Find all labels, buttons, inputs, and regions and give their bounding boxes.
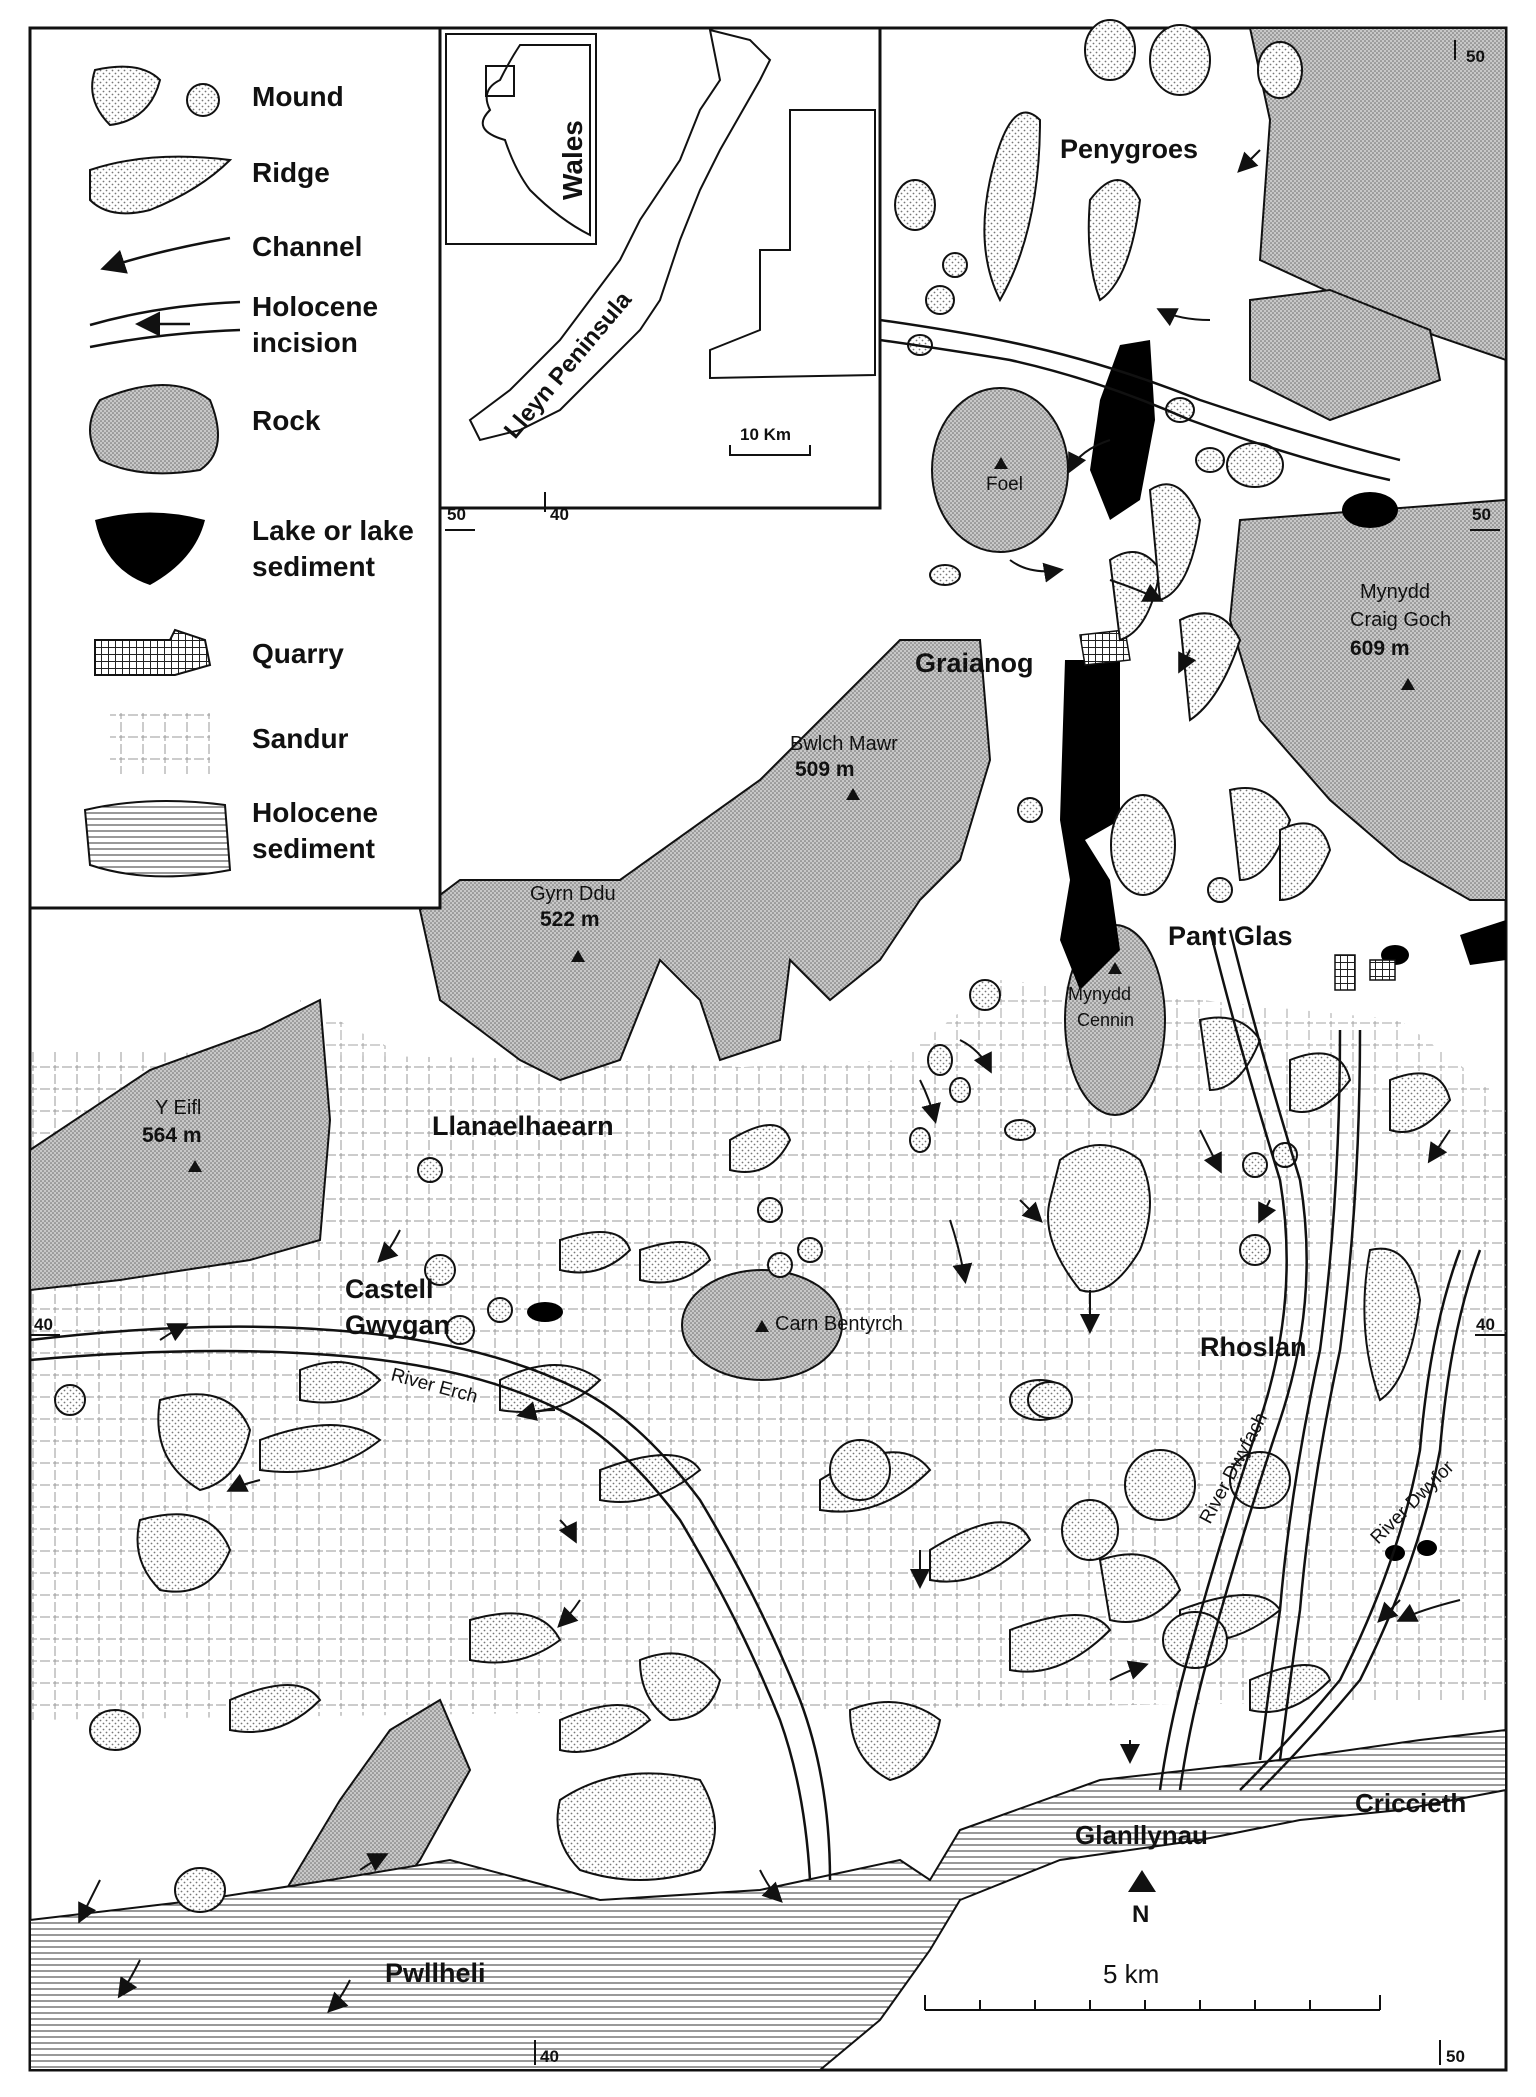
lake-small-1 (1385, 1545, 1405, 1561)
label-gyrn-ddu-1: Gyrn Ddu (530, 883, 616, 905)
label-foel: Foel (986, 474, 1023, 495)
legend-holocene-sediment-symbol (83, 800, 232, 878)
label-criccieth: Criccieth (1355, 1788, 1466, 1818)
rock-upland-y-eifl (29, 998, 332, 1292)
legend-lake-symbol (95, 512, 205, 585)
legend: Mound Ridge Channel Holocene incision Ro… (28, 26, 442, 910)
label-mynydd-cennin-2: Cennin (1077, 1010, 1134, 1030)
inset-map: Wales Lleyn Peninsula 10 Km (438, 26, 882, 510)
sandur-area-north (300, 980, 1506, 1300)
legend-holocene-sediment-label-1: Holocene (252, 797, 378, 828)
legend-channel-label: Channel (252, 231, 362, 262)
label-y-eifl-1: Y Eifl (155, 1097, 201, 1119)
label-y-eifl-2: 564 m (142, 1124, 202, 1147)
grid-label-right-40: 40 (1476, 1315, 1495, 1334)
lake-graianog (1060, 660, 1120, 990)
legend-ridge-symbol (89, 155, 233, 215)
grid-label-left-40-top: 40 (550, 505, 569, 524)
legend-rock-label: Rock (252, 405, 321, 436)
legend-quarry-symbol (94, 628, 212, 676)
scale-label: 5 km (1103, 1959, 1159, 1989)
inset-scale-bar (729, 445, 811, 456)
rock-upland-mynydd-craig-goch (1228, 498, 1507, 901)
channels (78, 149, 1461, 2013)
quarry-graianog (1079, 629, 1131, 666)
label-llanaelhaearn: Llanaelhaearn (432, 1111, 614, 1141)
lake-small-2 (1417, 1540, 1437, 1556)
inset-wales-label: Wales (557, 120, 588, 200)
label-carn-bentyrch: Carn Bentyrch (775, 1313, 903, 1335)
label-graianog: Graianog (915, 648, 1034, 678)
scale-bar (924, 1995, 1381, 2011)
lake-north (1090, 340, 1155, 520)
inset-wales-outline (481, 44, 591, 237)
legend-mound-label: Mound (252, 81, 344, 112)
legend-holocene-incision-label-1: Holocene (252, 291, 378, 322)
lake-castell (527, 1302, 563, 1322)
grid-label-bottom-50: 50 (1446, 2047, 1465, 2066)
grid-ticks (30, 40, 1506, 2065)
label-gwygan: Gwygan (345, 1310, 450, 1340)
label-mynydd-craig-goch-1: Mynydd (1360, 581, 1430, 603)
legend-ridge-label: Ridge (252, 157, 330, 188)
rock-upland-bwlch-mawr (418, 639, 992, 1082)
rock-foel (931, 387, 1069, 553)
inset-study-area-box (485, 65, 515, 97)
legend-holocene-incision-label-2: incision (252, 327, 358, 358)
legend-holocene-incision-symbol (89, 300, 241, 349)
grid-label-left-50: 50 (447, 505, 466, 524)
label-pant-glas: Pant Glas (1168, 921, 1293, 951)
grid-label-right-50: 50 (1472, 505, 1491, 524)
mounds (54, 19, 1422, 1913)
inset-wales-box (445, 33, 597, 245)
north-label: N (1132, 1901, 1149, 1928)
inset-study-area-outline (709, 109, 876, 380)
label-mynydd-cennin-1: Mynydd (1068, 984, 1131, 1004)
grid-label-bottom-40: 40 (540, 2047, 559, 2066)
holocene-incision (29, 318, 1482, 1881)
label-castell: Castell (345, 1274, 434, 1304)
label-penygroes: Penygroes (1060, 134, 1198, 164)
rock-upland-east (1249, 288, 1442, 422)
inset-coastline (468, 28, 772, 442)
label-bwlch-mawr-2: 509 m (795, 758, 855, 781)
legend-lake-label-2: sediment (252, 551, 375, 582)
legend-mound-symbol (91, 65, 220, 127)
grid-label-top-right-50: 50 (1466, 47, 1485, 66)
label-rhoslan: Rhoslan (1200, 1332, 1307, 1362)
peak-markers (188, 457, 1415, 1332)
legend-holocene-sediment-label-2: sediment (252, 833, 375, 864)
label-mynydd-craig-goch-3: 609 m (1350, 637, 1410, 660)
legend-sandur-label: Sandur (252, 723, 349, 754)
label-gyrn-ddu-2: 522 m (540, 908, 600, 931)
label-pwllheli: Pwllheli (385, 1958, 486, 1988)
north-arrow-icon (1128, 1870, 1156, 1892)
legend-rock-symbol (89, 384, 219, 475)
label-glanllynau: Glanllynau (1075, 1820, 1208, 1850)
legend-quarry-label: Quarry (252, 638, 344, 669)
legend-channel-symbol (100, 236, 231, 274)
lake-east (1342, 492, 1398, 528)
quarry-pant-glas-2 (1369, 959, 1396, 981)
quarry-pant-glas (1334, 954, 1356, 991)
legend-lake-label-1: Lake or lake (252, 515, 414, 546)
inset-scale-label: 10 Km (740, 425, 791, 444)
label-mynydd-craig-goch-2: Craig Goch (1350, 609, 1451, 631)
grid-label-left-40: 40 (34, 1315, 53, 1334)
label-bwlch-mawr-1: Bwlch Mawr (790, 733, 898, 755)
legend-sandur-symbol (110, 712, 210, 774)
lake-far-east (1460, 920, 1506, 965)
